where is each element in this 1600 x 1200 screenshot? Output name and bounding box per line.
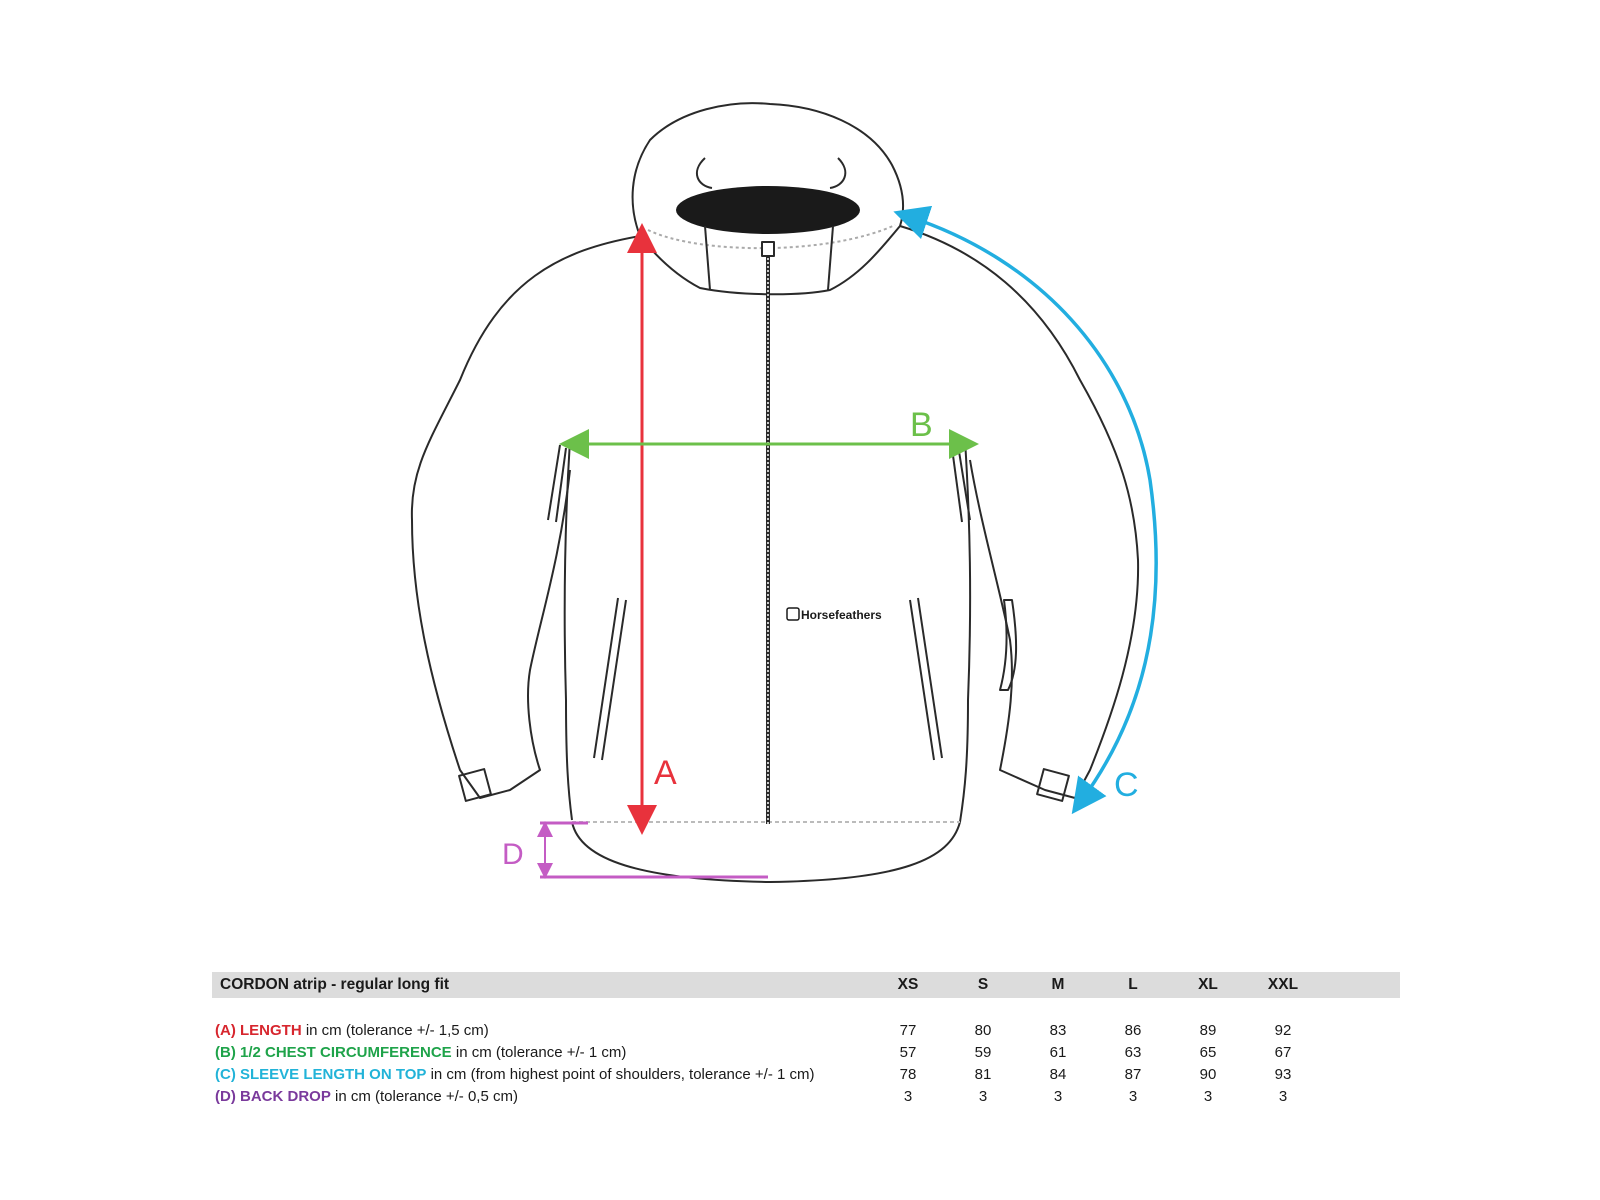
size-header-m: M xyxy=(1051,976,1065,993)
left-hand-pocket xyxy=(593,597,627,761)
measure-d-label: D xyxy=(502,838,524,871)
left-cuff xyxy=(458,768,492,802)
size-header-xxl: XXL xyxy=(1267,976,1299,993)
value-cell: 90 xyxy=(1199,1066,1217,1083)
jacket-measurement-diagram: Horsefeathers A B C D xyxy=(410,102,1158,883)
value-cell: 3 xyxy=(1053,1088,1063,1105)
hood-opening xyxy=(676,186,860,234)
measure-d: D xyxy=(502,821,768,879)
value-cell: 84 xyxy=(1049,1066,1067,1083)
row-code: (B) 1/2 CHEST CIRCUMFERENCE xyxy=(215,1044,452,1061)
row-code: (D) BACK DROP xyxy=(215,1088,331,1105)
value-cell: 93 xyxy=(1274,1066,1292,1083)
brand-logo-text: Horsefeathers xyxy=(801,608,882,622)
value-cell: 78 xyxy=(899,1066,917,1083)
value-cell: 89 xyxy=(1199,1022,1217,1039)
table-row-sleeve: (C) SLEEVE LENGTH ON TOP in cm (from hig… xyxy=(212,1064,1400,1086)
size-header-xs: XS xyxy=(897,976,919,993)
hood xyxy=(631,102,905,296)
size-table: CORDON atrip - regular long fit XS S M L… xyxy=(212,972,1400,1108)
size-header-l: L xyxy=(1128,976,1138,993)
table-row-length: (A) LENGTH in cm (tolerance +/- 1,5 cm) … xyxy=(212,1020,1400,1042)
row-desc: in cm (tolerance +/- 1,5 cm) xyxy=(301,1022,489,1039)
size-header-s: S xyxy=(977,976,989,993)
left-sleeve xyxy=(410,235,641,799)
value-cell: 67 xyxy=(1274,1044,1292,1061)
size-table-header: CORDON atrip - regular long fit XS S M L… xyxy=(212,972,1400,998)
brand-logo: Horsefeathers xyxy=(786,607,882,622)
row-code: (C) SLEEVE LENGTH ON TOP xyxy=(215,1066,427,1083)
measure-c-label: C xyxy=(1114,766,1139,804)
row-desc: in cm (tolerance +/- 0,5 cm) xyxy=(330,1088,518,1105)
measure-a-label: A xyxy=(654,754,677,792)
value-cell: 92 xyxy=(1274,1022,1292,1039)
value-cell: 63 xyxy=(1124,1044,1142,1061)
value-cell: 59 xyxy=(974,1044,992,1061)
value-cell: 3 xyxy=(1203,1088,1213,1105)
row-code: (A) LENGTH xyxy=(215,1022,302,1039)
size-table-title: CORDON atrip - regular long fit xyxy=(220,976,450,993)
value-cell: 81 xyxy=(974,1066,992,1083)
hem xyxy=(571,821,961,883)
table-row-back-drop: (D) BACK DROP in cm (tolerance +/- 0,5 c… xyxy=(212,1086,1400,1108)
value-cell: 83 xyxy=(1049,1022,1067,1039)
value-cell: 3 xyxy=(1128,1088,1138,1105)
value-cell: 86 xyxy=(1124,1022,1142,1039)
right-cuff xyxy=(1036,768,1070,802)
right-hand-pocket xyxy=(909,597,943,761)
value-cell: 57 xyxy=(899,1044,917,1061)
value-cell: 87 xyxy=(1124,1066,1142,1083)
measure-c-arrow xyxy=(893,205,1158,815)
value-cell: 3 xyxy=(903,1088,913,1105)
size-header-xl: XL xyxy=(1198,976,1218,993)
table-row-chest: (B) 1/2 CHEST CIRCUMFERENCE in cm (toler… xyxy=(212,1042,1400,1064)
measure-b-label: B xyxy=(910,406,933,444)
value-cell: 77 xyxy=(899,1022,917,1039)
value-cell: 3 xyxy=(1278,1088,1288,1105)
row-desc: in cm (from highest point of shoulders, … xyxy=(426,1066,815,1083)
row-desc: in cm (tolerance +/- 1 cm) xyxy=(451,1044,627,1061)
value-cell: 80 xyxy=(974,1022,992,1039)
value-cell: 61 xyxy=(1049,1044,1067,1061)
jacket-outline xyxy=(410,102,1140,883)
value-cell: 65 xyxy=(1199,1044,1217,1061)
value-cell: 3 xyxy=(978,1088,988,1105)
